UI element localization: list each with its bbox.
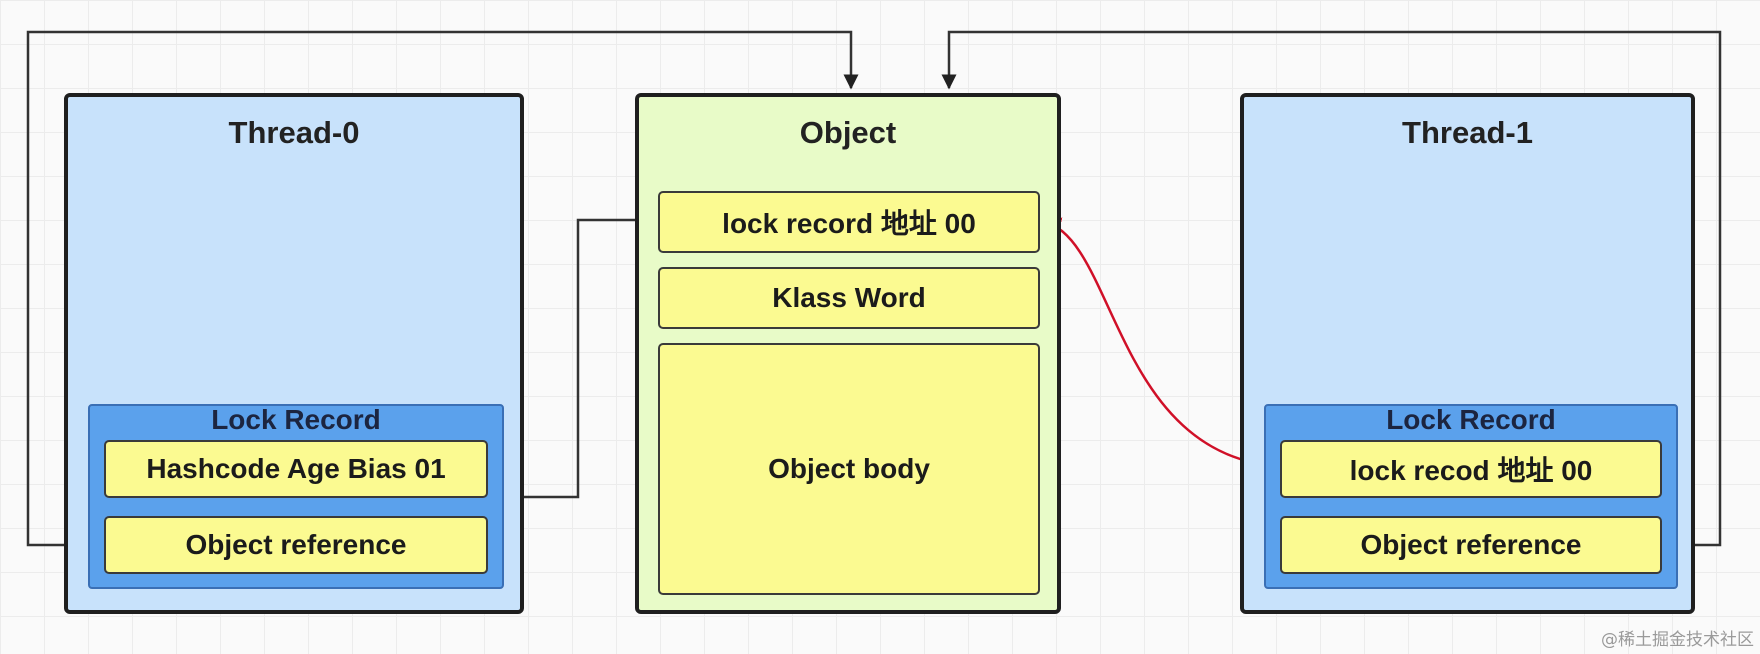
thread-0-box: Thread-0 Lock Record Hashcode Age Bias 0… — [64, 93, 524, 614]
watermark: @稀土掘金技术社区 — [1601, 630, 1754, 650]
object-body-field: Object body — [658, 343, 1040, 595]
thread-1-lock-record-address-field: lock recod 地址 00 — [1280, 440, 1662, 498]
object-mark-word-field: lock record 地址 00 — [658, 191, 1040, 253]
thread-0-lock-record: Lock Record Hashcode Age Bias 01 Object … — [88, 404, 504, 589]
thread-0-title: Thread-0 — [228, 115, 360, 150]
object-box: Object lock record 地址 00 Klass Word Obje… — [635, 93, 1061, 614]
object-title: Object — [799, 115, 897, 150]
thread-1-lock-record: Lock Record lock recod 地址 00 Object refe… — [1264, 404, 1678, 589]
thread-1-lock-record-title: Lock Record — [1386, 404, 1556, 435]
thread-0-lock-record-title: Lock Record — [211, 404, 381, 435]
thread-1-title: Thread-1 — [1402, 115, 1533, 150]
thread-0-mark-word-field: Hashcode Age Bias 01 — [104, 440, 488, 498]
object-klass-word-field: Klass Word — [658, 267, 1040, 329]
thread-1-object-reference-field: Object reference — [1280, 516, 1662, 574]
thread-0-object-reference-field: Object reference — [104, 516, 488, 574]
thread-1-box: Thread-1 Lock Record lock recod 地址 00 Ob… — [1240, 93, 1695, 614]
